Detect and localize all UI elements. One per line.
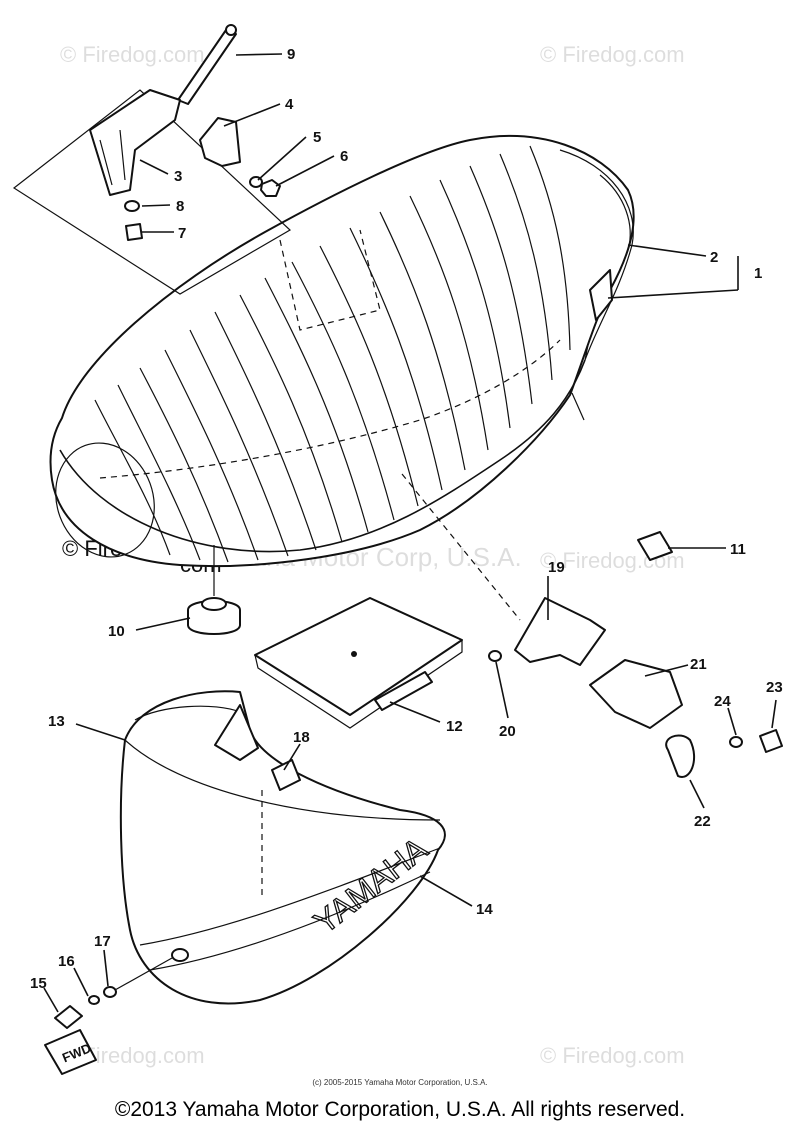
seat-guide-line xyxy=(571,392,585,421)
part-13-inner-rim xyxy=(134,705,241,721)
part-14-stripe-upper xyxy=(139,847,441,946)
seat-base-rim xyxy=(59,359,586,553)
part-17-washer xyxy=(103,986,117,998)
callout-16: 16 xyxy=(58,953,75,970)
callout-1: 1 xyxy=(754,265,762,282)
part-19-latch-bracket xyxy=(514,597,606,666)
hinge-assembly-frame xyxy=(12,89,291,295)
hinge-assembly xyxy=(12,24,291,295)
part-12-tray xyxy=(254,597,463,716)
callout-13: 13 xyxy=(48,713,65,730)
callout-23: 23 xyxy=(766,679,783,696)
copyright-notice: ©2013 Yamaha Motor Corporation, U.S.A. A… xyxy=(115,1098,685,1121)
seat-pleats xyxy=(94,145,571,563)
callout-8: 8 xyxy=(176,198,184,215)
watermark-top-right: © Firedog.com xyxy=(540,42,685,67)
callout-4: 4 xyxy=(285,96,294,113)
part-4-bracket xyxy=(199,117,241,167)
callout-18: 18 xyxy=(293,729,310,746)
part-23-bolt xyxy=(759,729,783,753)
part-11-clip-nut xyxy=(637,531,673,561)
part-16-washer xyxy=(88,995,100,1005)
part-13-inner-bracket xyxy=(214,704,259,761)
part-8-washer xyxy=(124,200,140,212)
part-10-damper-top xyxy=(201,597,227,611)
part-21-latch xyxy=(589,659,683,729)
part-14-bolt-hole xyxy=(171,948,189,962)
part-20-washer xyxy=(488,650,502,662)
part-18-collar xyxy=(271,759,301,791)
callout-9: 9 xyxy=(287,46,295,63)
latch-guide-line xyxy=(401,473,521,621)
part-12-tray-side xyxy=(254,640,463,729)
callout-20: 20 xyxy=(499,723,516,740)
callout-7: 7 xyxy=(178,225,186,242)
watermark-top-left: © Firedog.com xyxy=(60,42,205,67)
seat-assembly xyxy=(49,135,635,567)
part-15-guide-line xyxy=(114,957,173,991)
seat-body xyxy=(49,135,635,567)
callout-15: 15 xyxy=(30,975,47,992)
callout-numbers: 1 2 3 4 5 6 7 8 9 10 11 12 13 14 15 16 1… xyxy=(30,46,783,992)
part-13-cover-edge xyxy=(124,739,441,821)
part-15-bolt xyxy=(54,1005,83,1029)
part-13-tail-cover xyxy=(119,690,446,1005)
callout-24: 24 xyxy=(714,693,731,710)
part-3-bracket xyxy=(89,89,181,196)
callout-3: 3 xyxy=(174,168,182,185)
part-22-hook xyxy=(665,734,696,778)
seat-rear-edge xyxy=(599,174,631,251)
part-6-nut xyxy=(260,179,281,197)
seat-pan-center xyxy=(279,229,381,331)
part-12-tray-hole xyxy=(351,651,357,657)
watermark-layer: © Firedog.com © Firedog.com © Firedog.co… xyxy=(60,42,685,1068)
seat-pan-outline xyxy=(99,339,561,479)
part-12-tray-tab xyxy=(374,671,433,711)
callout-5: 5 xyxy=(313,129,321,146)
seat-side-bracket xyxy=(589,269,613,321)
leader-lines xyxy=(43,53,777,1013)
part-9-rod-head xyxy=(225,24,237,36)
part-7-bolt xyxy=(125,223,143,241)
callout-11: 11 xyxy=(730,541,746,558)
fwd-arrow xyxy=(44,1029,97,1075)
callout-14: 14 xyxy=(476,901,493,918)
callout-17: 17 xyxy=(94,933,111,950)
callout-10: 10 xyxy=(108,623,125,640)
lower-parts: YAMAHA FWD xyxy=(44,392,783,1075)
watermark-bottom-right: © Firedog.com xyxy=(540,1043,685,1068)
callout-2: 2 xyxy=(710,249,718,266)
callout-22: 22 xyxy=(694,813,711,830)
part-24-washer xyxy=(729,736,743,748)
callout-6: 6 xyxy=(340,148,348,165)
callout-12: 12 xyxy=(446,718,463,735)
part-14-stripe-lower xyxy=(149,871,431,971)
seat-rear-end xyxy=(55,442,155,558)
small-copyright: (c) 2005-2015 Yamaha Motor Corporation, … xyxy=(312,1078,487,1087)
callout-21: 21 xyxy=(690,656,707,673)
callout-19: 19 xyxy=(548,559,565,576)
part-3-bracket-detail xyxy=(99,129,126,186)
